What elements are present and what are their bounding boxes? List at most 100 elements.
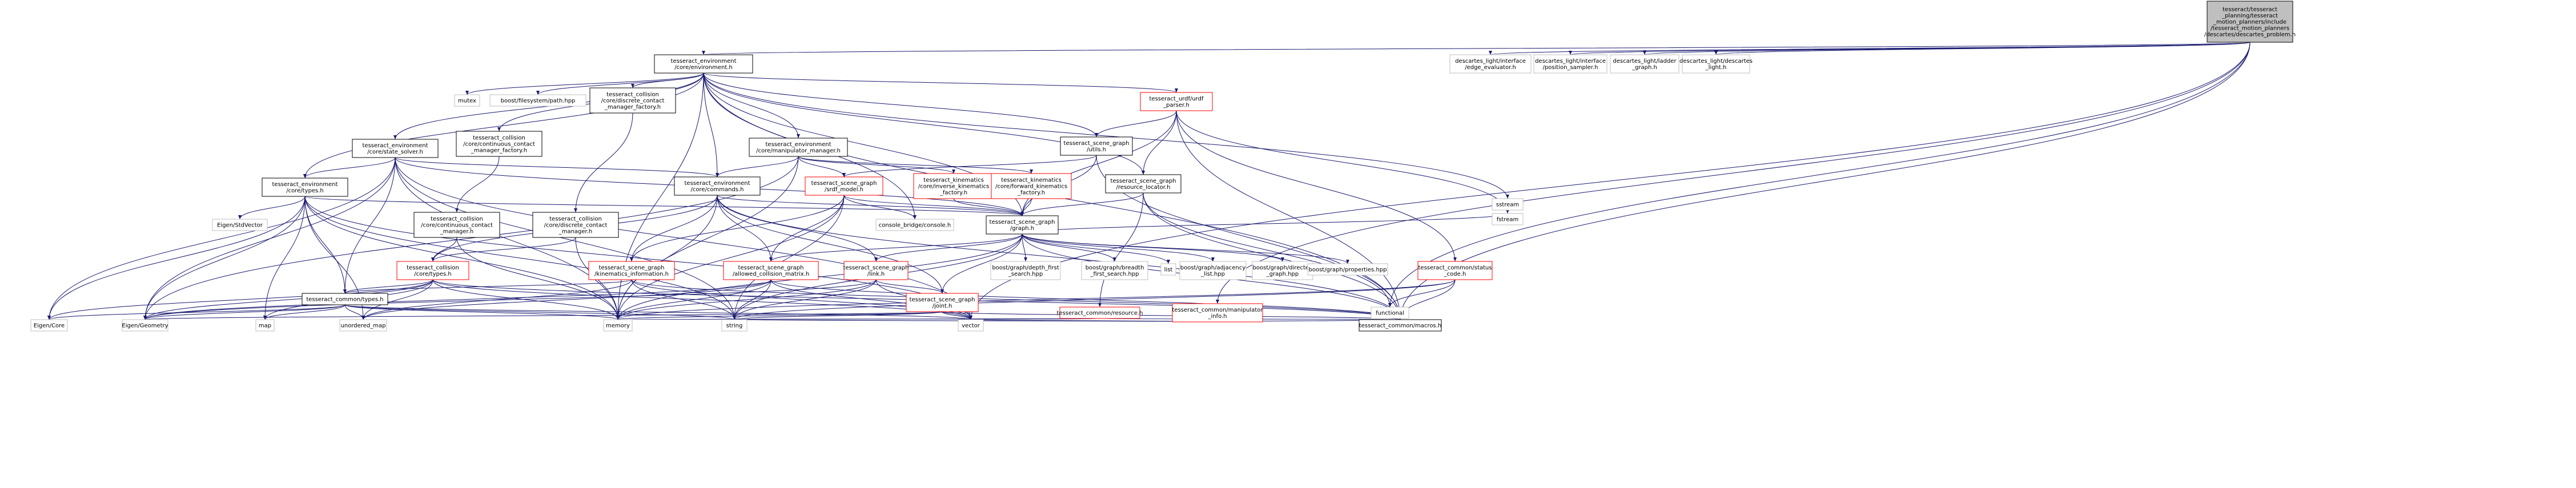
node-box bbox=[413, 212, 500, 238]
edge-res_loc-to-graph bbox=[1020, 192, 1144, 216]
edge-env_types-to-map bbox=[263, 196, 306, 320]
node-box bbox=[532, 212, 619, 238]
edge-srdf-to-graph bbox=[843, 195, 1024, 216]
node-label-line: _manager.h bbox=[558, 229, 593, 235]
node-env[interactable]: tesseract_environment/core/environment.h bbox=[654, 54, 753, 74]
node-box bbox=[1359, 319, 1442, 332]
node-cont-fact[interactable]: tesseract_collision/core/continuous_cont… bbox=[456, 131, 542, 157]
node-label-line: tesseract_scene_graph bbox=[811, 180, 877, 187]
node-common-types[interactable]: tesseract_common/types.h bbox=[302, 293, 388, 305]
edge-joint-to-string bbox=[733, 311, 943, 320]
node-root[interactable]: tesseract/tesseract_planning/tesseract_m… bbox=[2204, 1, 2296, 43]
edge-env-to-env_cmds bbox=[703, 72, 719, 178]
node-label-line: boost/graph/properties.hpp bbox=[1309, 267, 1387, 273]
node-box bbox=[1492, 213, 1524, 225]
node-inv-kin[interactable]: tesseract_kinematics/core/inverse_kinema… bbox=[913, 173, 994, 199]
node-box bbox=[302, 293, 388, 305]
node-adj: boost/graph/adjacency_list.hpp bbox=[1179, 261, 1247, 280]
edge-common_types-to-unordered_map bbox=[344, 304, 365, 320]
edge-coll_types-to-eigen_core bbox=[47, 279, 433, 320]
node-disc-fact[interactable]: tesseract_collision/core/discrete_contac… bbox=[589, 87, 676, 114]
node-label-line: /utils.h bbox=[1087, 147, 1106, 153]
edge-state_solver-to-env_cmds bbox=[395, 157, 719, 178]
node-manip-info[interactable]: tesseract_common/manipulator_info.h bbox=[1172, 303, 1264, 322]
edge-env-to-sg_utils bbox=[703, 72, 1098, 138]
node-label-line: _manager.h bbox=[440, 229, 474, 235]
node-cont-mgr[interactable]: tesseract_collision/core/continuous_cont… bbox=[413, 212, 500, 238]
edge-srdf-to-allowed bbox=[769, 195, 845, 262]
node-label-line: _graph.hpp bbox=[1266, 271, 1299, 277]
node-unordered-map: unordered_map bbox=[339, 319, 387, 332]
edge-root-to-dl_edge bbox=[1489, 42, 2251, 55]
node-label-line: _factory.h bbox=[939, 190, 967, 196]
node-allowed[interactable]: tesseract_scene_graph/allowed_collision_… bbox=[723, 261, 819, 280]
node-dfs: boost/graph/depth_first_search.hpp bbox=[990, 261, 1061, 280]
node-label-line: tesseract_urdf/urdf bbox=[1150, 96, 1204, 102]
edge-disc_mgr-to-coll_types bbox=[431, 237, 576, 262]
node-status[interactable]: tesseract_common/status_code.h bbox=[1417, 261, 1493, 280]
node-disc-mgr[interactable]: tesseract_collision/core/discrete_contac… bbox=[532, 212, 619, 238]
node-label-line: _list.hpp bbox=[1200, 271, 1225, 277]
node-manip-mgr[interactable]: tesseract_environment/core/manipulator_m… bbox=[749, 138, 848, 157]
node-box bbox=[843, 261, 909, 280]
edge-state_solver-to-env_types bbox=[303, 157, 396, 179]
node-memory: memory bbox=[603, 319, 633, 332]
node-fwd-kin[interactable]: tesseract_kinematics/core/forward_kinema… bbox=[991, 173, 1072, 199]
node-box bbox=[339, 319, 387, 332]
node-box bbox=[1533, 54, 1608, 74]
edge-kin_info-to-common_types bbox=[343, 279, 632, 294]
edge-link-to-string bbox=[733, 279, 877, 320]
node-label-line: boost/filesystem/path.hpp bbox=[501, 98, 576, 104]
node-label-line: descartes_light/ladder bbox=[1613, 58, 1677, 64]
node-label-line: /core/types.h bbox=[286, 188, 323, 194]
edge-common_types-to-eigen_geom bbox=[143, 304, 345, 320]
node-sg-utils[interactable]: tesseract_scene_graph/utils.h bbox=[1060, 136, 1133, 156]
edge-env_cmds-to-macros bbox=[717, 195, 1402, 320]
node-box bbox=[674, 176, 761, 196]
node-joint[interactable]: tesseract_scene_graph/joint.h bbox=[906, 293, 979, 312]
node-label-line: /graph.h bbox=[1010, 225, 1034, 232]
node-res-loc[interactable]: tesseract_scene_graph/resource_locator.h bbox=[1105, 174, 1181, 193]
node-label-line: /core/commands.h bbox=[690, 187, 744, 193]
edge-graph-to-props bbox=[1022, 233, 1349, 264]
node-box bbox=[906, 293, 979, 312]
node-box bbox=[721, 319, 748, 332]
node-label-line: tesseract_environment bbox=[671, 58, 737, 64]
node-env-cmds[interactable]: tesseract_environment/core/commands.h bbox=[674, 176, 761, 196]
node-label-line: Eigen/StdVector bbox=[217, 223, 263, 229]
edge-allowed-to-string bbox=[733, 279, 771, 320]
node-state-solver[interactable]: tesseract_environment/core/state_solver.… bbox=[352, 139, 439, 158]
node-label-line: tesseract_environment bbox=[363, 143, 428, 149]
edge-disc_fact-to-disc_mgr bbox=[574, 112, 633, 213]
node-kin-info[interactable]: tesseract_scene_graph/kinematics_informa… bbox=[588, 261, 675, 280]
edge-res_loc-to-functional bbox=[1143, 192, 1392, 308]
node-resource[interactable]: tesseract_common/resource.h bbox=[1057, 306, 1143, 319]
edge-coll_types-to-eigen_geom bbox=[143, 279, 433, 320]
node-label-line: tesseract_collision bbox=[407, 265, 459, 271]
node-label-line: /core/environment.h bbox=[674, 64, 733, 71]
node-box bbox=[589, 87, 676, 114]
node-label-line: /edge_evaluator.h bbox=[1465, 64, 1516, 71]
node-urdf[interactable]: tesseract_urdf/urdf_parser.h bbox=[1140, 92, 1213, 111]
node-link[interactable]: tesseract_scene_graph/link.h bbox=[843, 261, 909, 280]
edge-link-to-eigen_geom bbox=[143, 279, 877, 320]
node-box bbox=[1682, 54, 1750, 74]
node-fstream: fstream bbox=[1492, 213, 1524, 225]
node-label-line: /core/discrete_contact bbox=[601, 98, 665, 104]
edge-status-to-memory bbox=[616, 279, 1456, 320]
edge-env-to-res_loc bbox=[703, 72, 1145, 175]
node-graph[interactable]: tesseract_scene_graph/graph.h bbox=[986, 215, 1059, 235]
edge-graph-to-memory bbox=[616, 233, 1023, 320]
edge-srdf-to-string bbox=[733, 195, 845, 320]
node-env-types[interactable]: tesseract_environment/core/types.h bbox=[262, 178, 348, 197]
edge-coll_types-to-unordered_map bbox=[361, 279, 433, 320]
node-coll-types[interactable]: tesseract_collision/core/types.h bbox=[396, 261, 469, 280]
node-srdf[interactable]: tesseract_scene_graph/srdf_model.h bbox=[805, 176, 883, 196]
node-box bbox=[1417, 261, 1493, 280]
node-macros[interactable]: tesseract_common/macros.h bbox=[1359, 319, 1442, 332]
node-box bbox=[2207, 1, 2293, 43]
node-label-line: _parser.h bbox=[1163, 102, 1189, 108]
node-label-line: /link.h bbox=[867, 271, 885, 277]
edge-urdf-to-status bbox=[1176, 110, 1457, 262]
